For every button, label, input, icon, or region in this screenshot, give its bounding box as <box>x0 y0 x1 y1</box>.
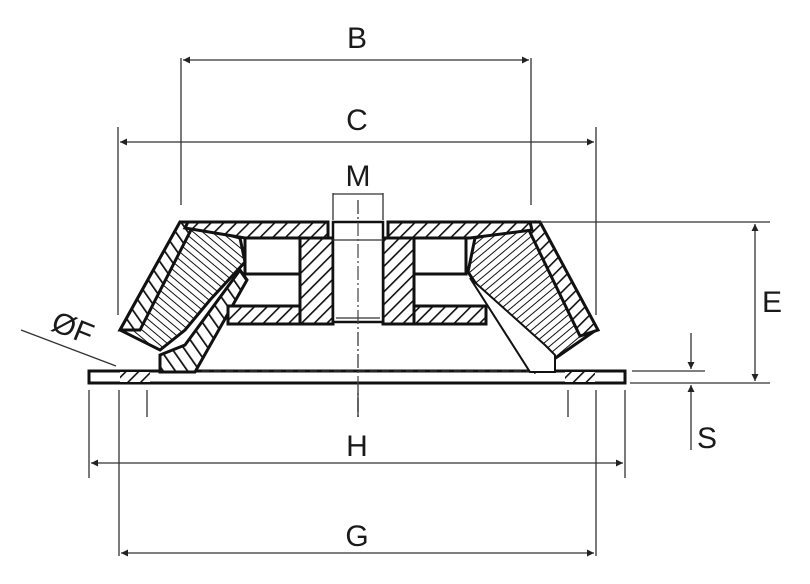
dimension-m: M <box>332 160 384 220</box>
dimension-label-f: ØF <box>47 306 98 352</box>
dimension-g: G <box>118 390 597 557</box>
dimension-label-e: E <box>762 286 782 319</box>
dimension-label-h: H <box>346 430 368 463</box>
right-rubber-element <box>466 220 601 375</box>
threaded-hub <box>226 200 488 420</box>
left-rubber-element <box>117 220 249 374</box>
dimension-h: H <box>88 390 626 478</box>
dimension-label-g: G <box>345 520 368 553</box>
dimension-c: C <box>117 104 597 315</box>
dimension-label-b: B <box>347 22 367 55</box>
dimension-s: S <box>632 333 717 455</box>
dimension-e: E <box>540 221 782 384</box>
dimension-f: ØF <box>20 306 117 367</box>
base-flange <box>87 369 627 385</box>
dimension-label-s: S <box>697 422 717 455</box>
dimension-b: B <box>180 22 532 205</box>
dimension-label-m: M <box>346 160 371 193</box>
dimension-label-c: C <box>346 104 368 137</box>
